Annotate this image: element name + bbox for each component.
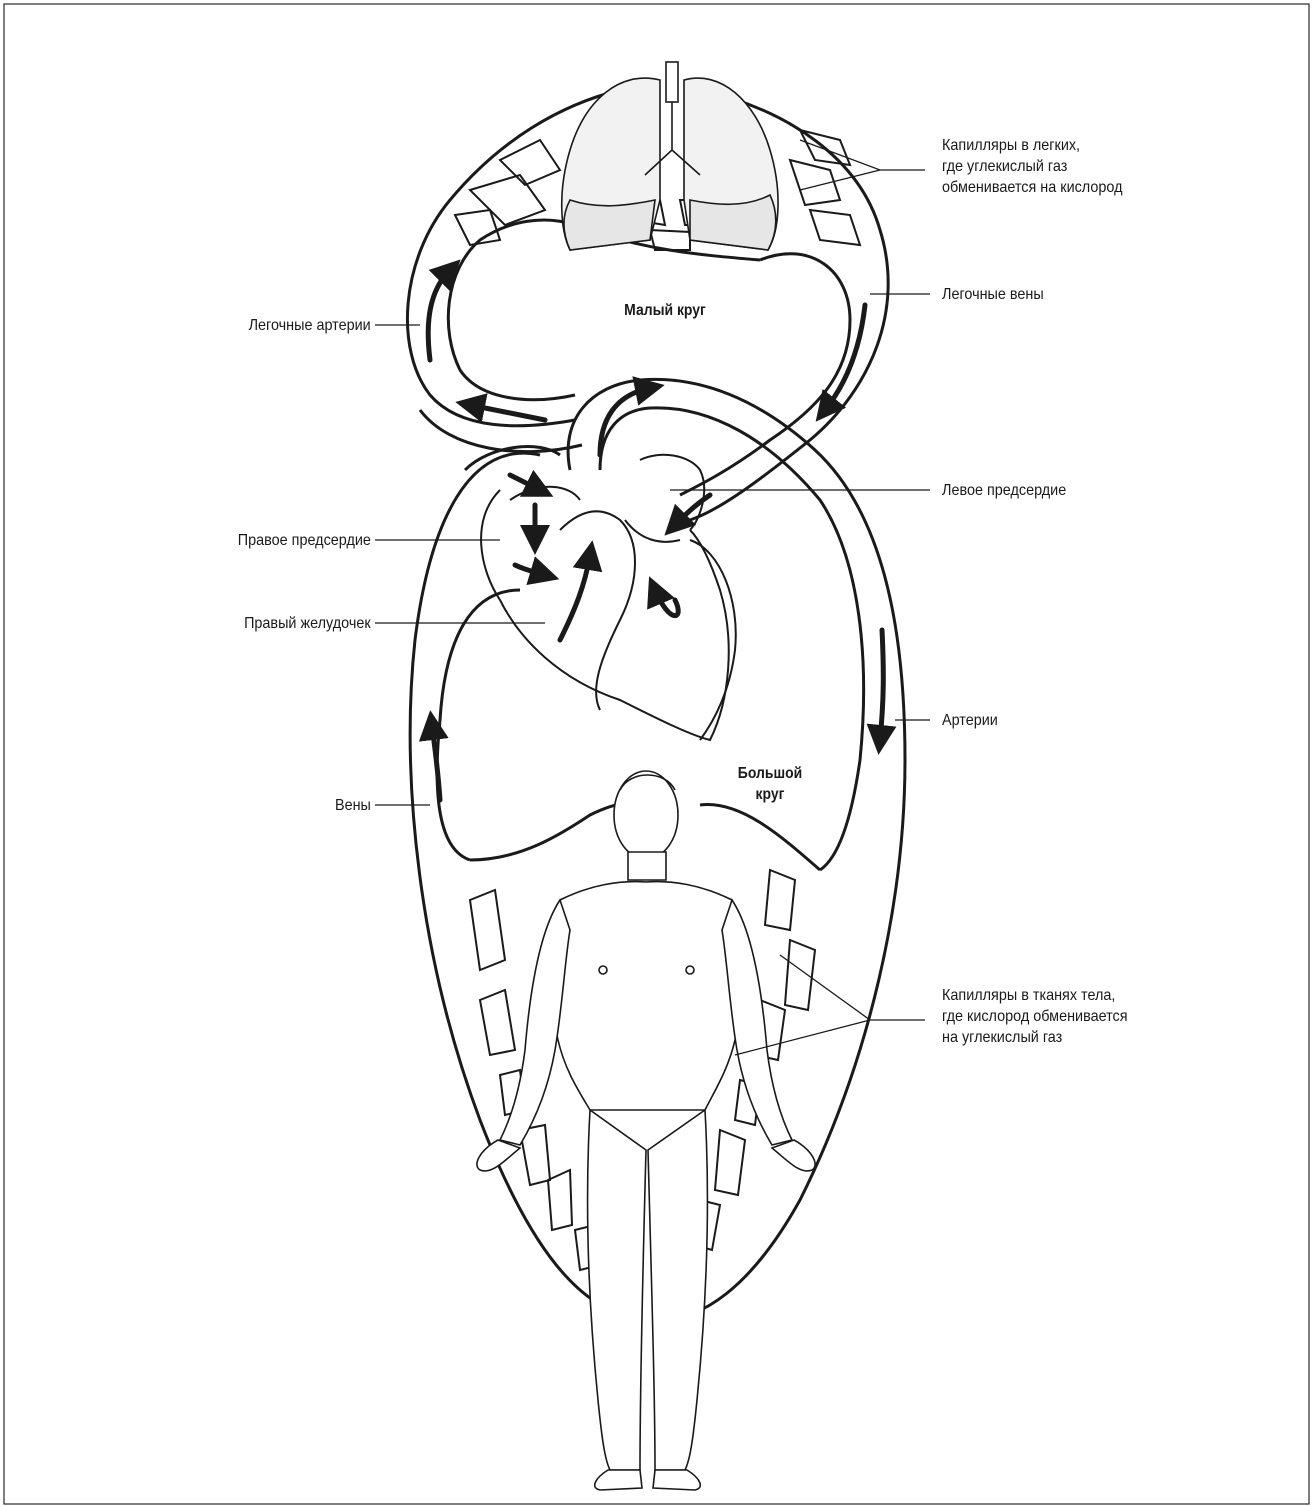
label-pulmonary-veins: Легочные вены [942,284,1044,305]
label-left-atrium: Левое предсердие [942,480,1066,501]
label-systemic-circulation: Большой круг [716,763,824,805]
lungs-icon [562,62,778,250]
flow-arrow-icon [655,590,678,616]
flow-arrow-icon [470,405,545,420]
heart-icon [481,455,736,740]
flow-arrow-icon [880,630,883,740]
flow-arrow-icon [515,565,545,575]
flow-arrow-icon [560,555,590,640]
flow-arrows [428,270,883,800]
label-pulmonary-circulation: Малый круг [607,300,724,321]
label-right-ventricle: Правый желудочек [244,613,371,634]
label-arteries: Артерии [942,710,998,731]
flow-arrow-icon [600,388,650,455]
label-right-atrium: Правое предсердие [238,530,371,551]
flow-arrow-icon [510,475,540,490]
label-pulmonary-arteries: Легочные артерии [249,315,371,336]
flow-arrow-icon [428,270,450,360]
label-lung-capillaries: Капилляры в легких, где углекислый газ о… [942,135,1122,198]
label-tissue-capillaries: Капилляры в тканях тела, где кислород об… [942,985,1128,1048]
label-veins: Вены [335,795,371,816]
human-figure-icon [477,771,815,1490]
